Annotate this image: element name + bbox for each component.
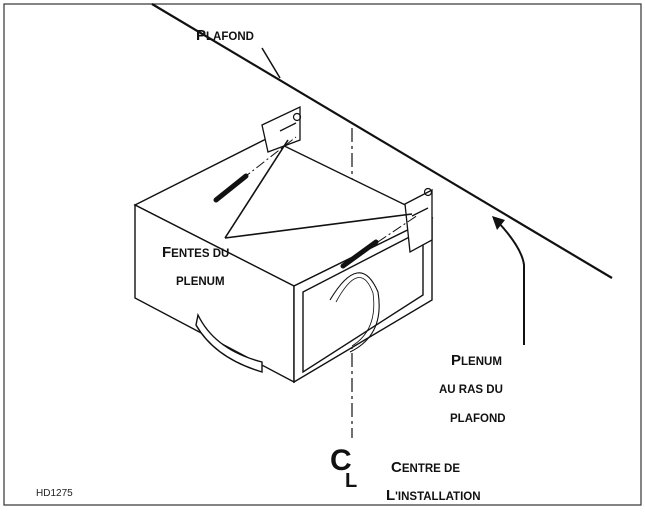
screw-rear [213,173,249,203]
screw-front [340,239,379,269]
ceiling-screws [292,112,433,197]
plenum-box [133,137,434,384]
slots-label-line2: PLENUM [176,276,225,288]
slot-leader-front [224,213,413,239]
rear-slot [279,122,297,132]
ceiling-leader [261,47,281,79]
centre-label-line1: CENTRE DE [391,459,460,476]
screw-head-rear [292,112,302,122]
slot-leader-rear [224,139,289,239]
slot-leaders [224,139,413,239]
fan-wheel [329,272,380,353]
flush-label-line1: PLENUM [451,352,502,369]
ceiling-line [151,3,613,279]
fan-housing [195,312,263,373]
slots-label-line1: FENTES DU [162,244,229,261]
screw-head-front [423,187,433,197]
fan-wheel-inner [335,277,375,347]
flush-label-line2: AU RAS DU [439,384,503,396]
front-flange [404,188,433,254]
ceiling-label: PLAFOND [196,27,254,44]
flush-arrow-line [497,221,525,345]
centre-label-line2: L'INSTALLATION [386,487,481,504]
figure-frame [3,3,642,506]
centerline-symbol-l: L [345,470,357,492]
front-slot [411,207,429,217]
flush-arrow-head [492,216,505,230]
centerline-symbol-c: C [330,444,352,477]
figure-code: HD1275 [36,488,73,499]
flush-label-line3: PLAFOND [450,413,506,425]
rear-flange [261,105,301,153]
flush-arrow [492,216,525,345]
screws [213,173,379,269]
plenum-opening [302,228,424,374]
